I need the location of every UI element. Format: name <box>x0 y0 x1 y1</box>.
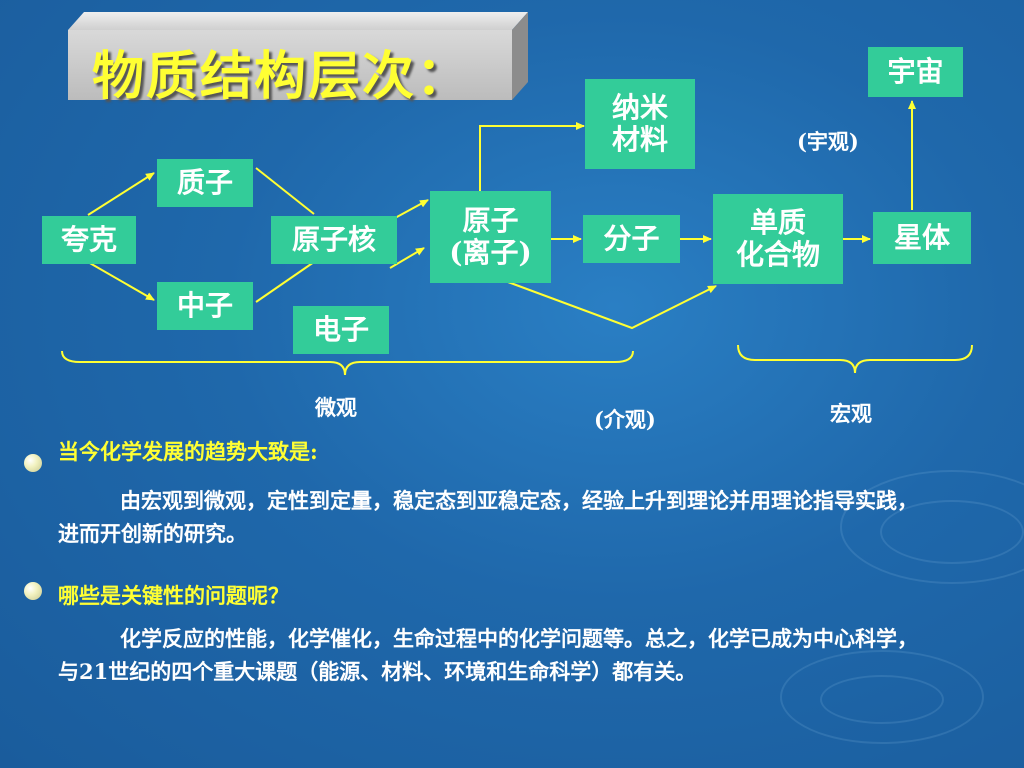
bullet-1 <box>24 454 42 472</box>
section2-heading: 哪些是关键性的问题呢？ <box>58 583 289 608</box>
label-micro: 微观 <box>315 395 357 420</box>
ripple-decoration <box>780 650 984 744</box>
atom-to-nano-line <box>479 122 585 192</box>
node-substance-compound: 单质 化合物 <box>713 194 843 284</box>
node-quark: 夸克 <box>42 216 136 264</box>
atom-to-substance-line <box>507 281 717 330</box>
section1-body: 由宏观到微观，定性到定量，稳定态到亚稳定态，经验上升到理论并用理论指导实践，进而… <box>58 488 918 546</box>
ripple-decoration <box>840 470 1024 584</box>
electron-to-atom-line <box>389 247 425 269</box>
node-atom: 原子 (离子) <box>430 191 551 283</box>
ripple-decoration <box>880 500 1024 564</box>
node-universe: 宇宙 <box>868 47 963 97</box>
section1-heading: 当今化学发展的趋势大致是: <box>58 439 318 464</box>
macro-brace <box>737 344 973 374</box>
node-molecule: 分子 <box>583 215 680 263</box>
quark-to-proton-line <box>87 172 155 216</box>
micro-brace <box>61 350 634 376</box>
label-macro: 宏观 <box>830 401 872 426</box>
node-proton: 质子 <box>157 159 253 207</box>
slide-title: 物质结构层次： <box>92 46 471 107</box>
node-nano-material: 纳米 材料 <box>585 79 695 169</box>
proton-to-nucleus-line <box>255 167 315 215</box>
node-neutron: 中子 <box>157 282 253 330</box>
ripple-decoration <box>820 675 944 724</box>
section2-body: 化学反应的性能，化学催化，生命过程中的化学问题等。总之，化学已成为中心科学，与2… <box>58 626 918 684</box>
nucleus-to-atom-line <box>394 199 429 219</box>
label-cosmic: (宇观) <box>797 129 859 154</box>
bullet-2 <box>24 582 42 600</box>
node-electron: 电子 <box>293 306 389 354</box>
title-banner <box>68 12 528 100</box>
label-meso: (介观) <box>594 407 656 432</box>
node-nucleus: 原子核 <box>271 216 397 264</box>
node-celestial-body: 星体 <box>873 212 971 264</box>
quark-to-neutron-line <box>87 261 155 301</box>
neutron-to-nucleus-line <box>255 261 315 303</box>
